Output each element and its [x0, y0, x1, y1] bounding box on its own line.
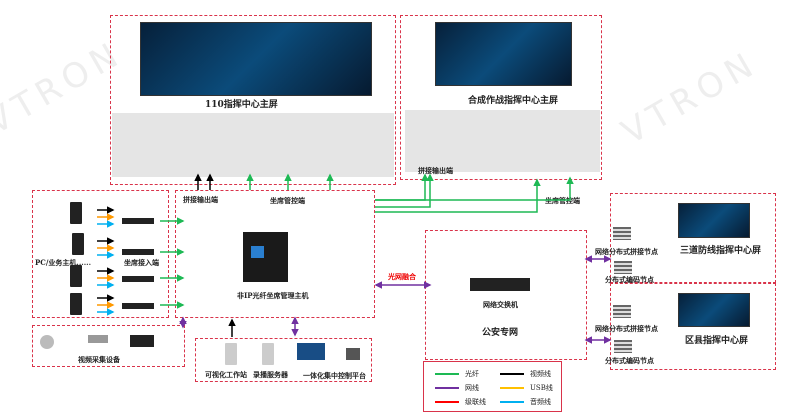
pc-label: PC/业务主机...... [35, 258, 92, 267]
legend-swatch [500, 401, 524, 403]
encode-node-label: 分布式编码节点 [605, 275, 654, 284]
video-wall-combat [435, 22, 572, 86]
district-group [610, 283, 776, 370]
splice-output-right-label: 拼接输出端 [418, 166, 453, 175]
console-desks [405, 110, 600, 172]
workstation-label: 可视化工作站 [205, 370, 247, 379]
fiber-seat-host [243, 232, 288, 282]
tablet-icon [346, 348, 360, 360]
encode-node-icon [614, 261, 632, 274]
legend-label: 网线 [465, 384, 479, 392]
pc-host [70, 265, 82, 287]
splice-node-label: 网络分布式拼接节点 [595, 324, 658, 333]
host-group [175, 190, 375, 318]
legend-swatch [500, 387, 524, 389]
splice-node-icon [613, 305, 631, 318]
three-defense-title: 三道防线指挥中心屏 [680, 246, 762, 256]
workstation-icon [225, 343, 237, 365]
three-defense-screen [678, 203, 750, 238]
legend-swatch [500, 373, 524, 375]
legend-label: 音频线 [530, 398, 551, 406]
network-switch [470, 278, 530, 291]
district-screen [678, 293, 750, 327]
legend-swatch [435, 401, 459, 403]
legend [423, 361, 562, 412]
legend-label: 级联线 [465, 398, 486, 406]
legend-swatch [435, 387, 459, 389]
encode-node-icon [614, 340, 632, 353]
seat-access-encoder [122, 276, 154, 282]
legend-label: 视频线 [530, 370, 551, 378]
host-label: 非IP光纤坐席管理主机 [237, 291, 309, 300]
command-center-110-group [110, 15, 396, 185]
control-group [195, 338, 372, 382]
seat-access-encoder [122, 218, 154, 224]
command-center-110-title: 110指挥中心主屏 [205, 100, 278, 110]
legend-label: USB线 [530, 384, 553, 392]
control-monitor-icon [297, 343, 325, 360]
host-display-panel [251, 246, 264, 258]
pc-host [70, 202, 82, 224]
combat-center-title: 合成作战指挥中心主屏 [468, 96, 559, 106]
district-title: 区县指挥中心屏 [685, 336, 749, 346]
capture-group [32, 325, 185, 367]
legend-swatch [435, 373, 459, 375]
sources-group [32, 190, 169, 318]
seat-control-label: 坐席管控端 [270, 196, 305, 205]
encode-node-label: 分布式编码节点 [605, 356, 654, 365]
seat-access-encoder [122, 249, 154, 255]
combat-center-group [400, 15, 602, 180]
splice-node-icon [613, 227, 631, 240]
capture-label: 视频采集设备 [78, 355, 120, 364]
fusion-label: 光网融合 [388, 272, 416, 281]
switch-label: 网络交换机 [483, 300, 518, 309]
video-wall-110 [140, 22, 372, 96]
pc-host [70, 293, 82, 315]
pc-host [72, 233, 84, 255]
access-label: 坐席接入端 [124, 258, 159, 267]
police-network-group [425, 230, 587, 360]
bullet-camera-icon [88, 335, 108, 343]
camcorder-icon [130, 335, 154, 347]
control-platform-label: 一体化集中控制平台 [303, 371, 366, 380]
three-defense-group [610, 193, 776, 283]
legend-label: 光纤 [465, 370, 479, 378]
console-desks [112, 113, 394, 177]
recorder-server-icon [262, 343, 274, 365]
splice-node-label: 网络分布式拼接节点 [595, 247, 658, 256]
network-title: 公安专网 [482, 328, 519, 338]
dome-camera-icon [40, 335, 54, 349]
recorder-label: 录播服务器 [253, 370, 288, 379]
seat-access-encoder [122, 303, 154, 309]
splice-output-label: 拼接输出端 [183, 195, 218, 204]
